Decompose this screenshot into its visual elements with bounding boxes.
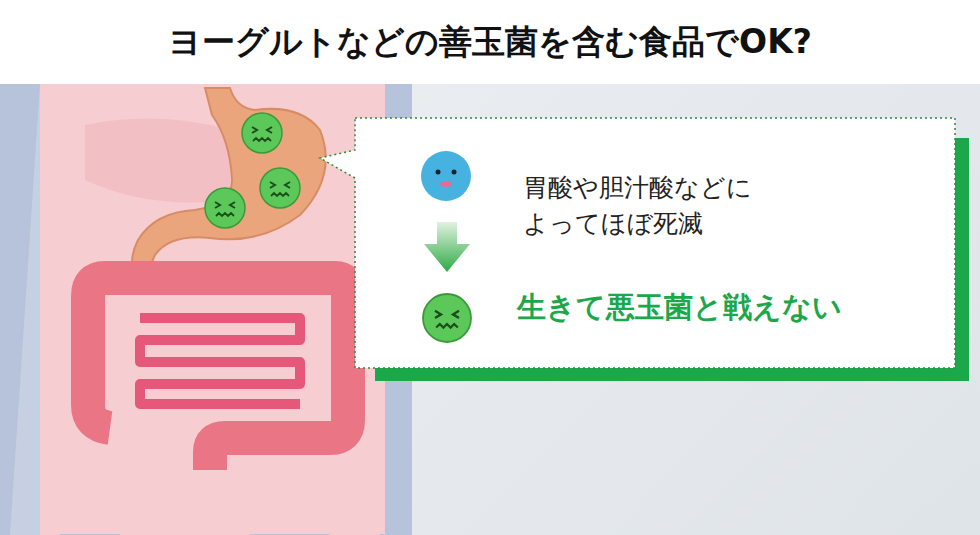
stomach xyxy=(132,88,326,288)
callout-box xyxy=(320,118,955,368)
sad-face xyxy=(423,294,471,342)
torso xyxy=(40,84,385,534)
happy-face xyxy=(421,151,471,201)
small-intestine xyxy=(140,318,300,404)
title-bar: ヨーグルトなどの善玉菌を含む食品でOK? xyxy=(0,0,980,84)
body-text: 胃酸や胆汁酸などによってほぼ死滅 xyxy=(523,170,773,243)
large-intestine xyxy=(105,278,348,470)
result-text: 生きて悪玉菌と戦えない xyxy=(517,288,842,328)
callout-box: 胃酸や胆汁酸などによってほぼ死滅生きて悪玉菌と戦えない xyxy=(355,118,955,368)
down-arrow xyxy=(424,222,470,272)
title: ヨーグルトなどの善玉菌を含む食品でOK? xyxy=(168,20,812,65)
